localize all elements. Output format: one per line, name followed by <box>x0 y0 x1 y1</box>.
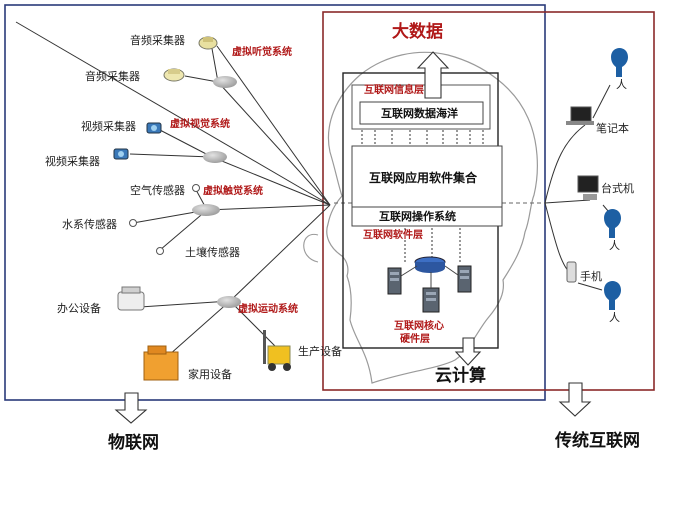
microphone-icon <box>163 68 185 82</box>
software-layer-label: 互联网软件层 <box>363 230 423 241</box>
camera-icon <box>146 122 162 134</box>
air-sensor-label: 空气传感器 <box>130 184 185 197</box>
microphone-icon <box>198 36 218 50</box>
touch-system-label: 虚拟触觉系统 <box>203 186 263 197</box>
laptop-icon <box>566 106 594 125</box>
camera-icon <box>113 148 129 160</box>
home-device-label: 家用设备 <box>188 368 232 381</box>
home-appliance-icon <box>143 345 179 381</box>
phone-label: 手机 <box>580 270 602 283</box>
traditional-internet-label: 传统互联网 <box>555 431 640 451</box>
router-icon <box>414 256 446 273</box>
bigdata-title: 大数据 <box>392 22 443 42</box>
layer-arrows <box>361 130 484 262</box>
air-sensor-node <box>192 184 200 192</box>
hearing-node <box>213 76 237 88</box>
person-label: 人 <box>616 78 627 91</box>
os-box <box>351 206 503 227</box>
person-icon <box>611 48 628 77</box>
core-layer-label-1: 互联网核心 <box>394 321 444 332</box>
water-sensor-node <box>129 219 137 227</box>
laptop-label: 笔记本 <box>596 122 629 135</box>
person-label: 人 <box>609 239 620 252</box>
network-links <box>400 265 459 288</box>
iot-connection-lines <box>15 21 331 364</box>
office-device-label: 办公设备 <box>57 302 101 315</box>
printer-icon <box>117 286 145 311</box>
person-label: 人 <box>609 311 620 324</box>
motion-node <box>217 296 241 308</box>
production-device-label: 生产设备 <box>298 345 342 358</box>
internet-arrow <box>558 382 592 417</box>
cloud-arrow <box>454 337 482 366</box>
ear-outline <box>303 233 319 263</box>
video-collector-label: 视频采集器 <box>81 120 136 133</box>
iot-label: 物联网 <box>108 433 159 453</box>
apps-label: 互联网应用软件集合 <box>369 171 478 185</box>
apps-box <box>351 145 503 211</box>
person-icon <box>604 281 621 310</box>
vision-system-label: 虚拟视觉系统 <box>170 119 230 130</box>
desktop-label: 台式机 <box>601 182 634 195</box>
touch-node <box>192 204 220 216</box>
audio-collector-label: 音频采集器 <box>85 70 140 83</box>
head-silhouette <box>326 51 538 384</box>
water-sensor-label: 水系传感器 <box>62 218 117 231</box>
data-ocean-box <box>359 101 484 125</box>
video-collector-label: 视频采集器 <box>45 155 100 168</box>
cloud-computing-label: 云计算 <box>435 366 486 386</box>
vision-node <box>203 151 227 163</box>
core-layer-label-2: 硬件层 <box>400 334 430 345</box>
soil-sensor-label: 土壤传感器 <box>185 246 240 259</box>
phone-icon <box>566 261 577 283</box>
server-icon <box>387 265 472 313</box>
hearing-system-label: 虚拟听觉系统 <box>232 47 292 58</box>
forklift-icon <box>263 330 291 371</box>
soil-sensor-node <box>156 247 164 255</box>
audio-collector-label: 音频采集器 <box>130 34 185 47</box>
motion-system-label: 虚拟运动系统 <box>238 304 298 315</box>
person-icon <box>604 209 621 238</box>
data-ocean-label: 互联网数据海洋 <box>381 107 458 120</box>
iot-arrow <box>114 392 148 424</box>
info-layer-box <box>351 84 491 130</box>
info-layer-label: 互联网信息层 <box>364 85 424 96</box>
os-label: 互联网操作系统 <box>379 210 456 223</box>
bigdata-arrow <box>416 51 450 99</box>
desktop-icon <box>577 175 599 200</box>
